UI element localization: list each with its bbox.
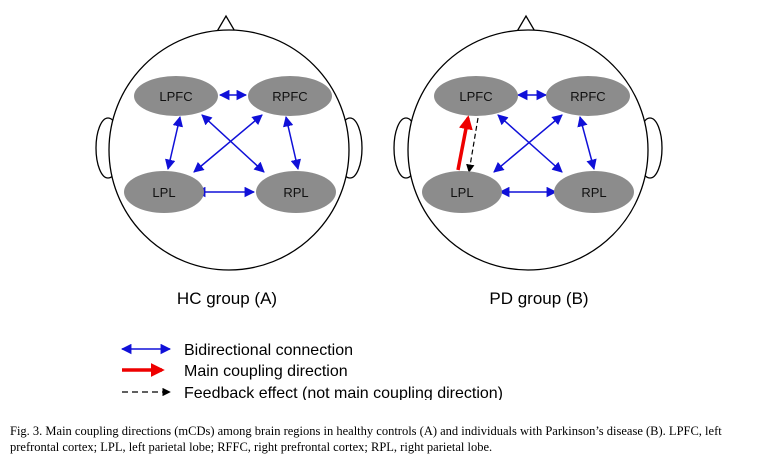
node-rpl-label: RPL <box>283 185 308 200</box>
panel-hc: LPFC RPFC LPL RPL HC group (A) <box>95 14 363 308</box>
node-lpl-label: LPL <box>450 185 473 200</box>
edge-rpfc-rpl <box>283 115 301 171</box>
node-lpfc-label: LPFC <box>159 89 192 104</box>
node-lpl-label: LPL <box>152 185 175 200</box>
edge-rpfc-rpl <box>577 115 597 171</box>
figure-caption: Fig. 3. Main coupling directions (mCDs) … <box>10 424 722 454</box>
edge-lpl-lpfc-main <box>456 115 473 171</box>
node-rpfc-label: RPFC <box>570 89 605 104</box>
connections <box>456 89 597 198</box>
edge-lpfc-lpl-feedback <box>466 117 479 173</box>
node-rpfc <box>248 76 332 116</box>
nodes: LPFC RPFC LPL RPL <box>124 76 336 213</box>
node-rpl-label: RPL <box>581 185 606 200</box>
legend: Bidirectional connection Main coupling d… <box>120 342 503 400</box>
node-lpl <box>124 171 204 213</box>
head-circle <box>108 29 350 271</box>
connections <box>165 89 301 198</box>
node-lpfc-label: LPFC <box>459 89 492 104</box>
node-rpfc-label: RPFC <box>272 89 307 104</box>
node-rpl <box>554 171 634 213</box>
legend-feedback-label: Feedback effect (not main coupling direc… <box>184 385 503 400</box>
edge-lpfc-lpl <box>165 115 183 171</box>
legend-bidirectional-label: Bidirectional connection <box>184 342 353 359</box>
edge-rpfc-lpl <box>193 114 263 173</box>
legend-main-label: Main coupling direction <box>184 363 348 380</box>
node-rpl <box>256 171 336 213</box>
figure-diagram: LPFC RPFC LPL RPL HC group (A) <box>95 14 663 400</box>
node-rpfc <box>546 76 630 116</box>
node-lpfc <box>434 76 518 116</box>
node-lpl <box>422 171 502 213</box>
panel-pd: LPFC RPFC LPL RPL PD group (B) <box>393 14 663 308</box>
nodes: LPFC RPFC LPL RPL <box>422 76 634 213</box>
edge-rpfc-lpl <box>493 114 563 173</box>
node-lpfc <box>134 76 218 116</box>
panel-hc-label: HC group (A) <box>177 289 277 308</box>
head-circle <box>407 29 649 271</box>
panel-pd-label: PD group (B) <box>489 289 588 308</box>
